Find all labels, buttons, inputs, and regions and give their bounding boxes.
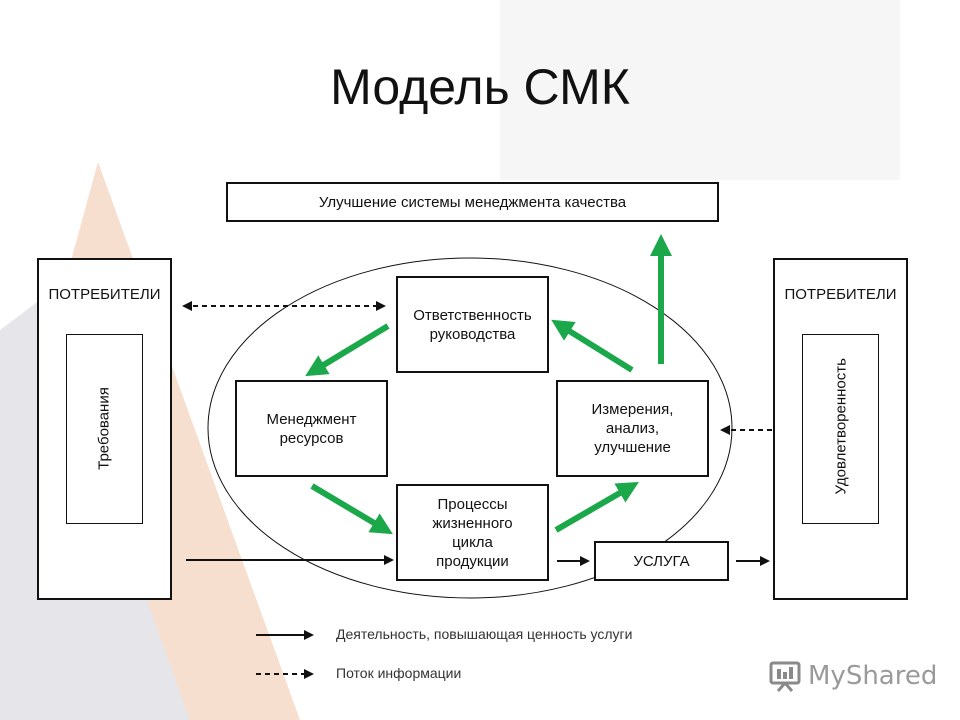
presentation-board-icon — [769, 661, 801, 692]
green-arrow-lifecycle-to-measurement — [554, 481, 639, 533]
green-arrow-resources-to-lifecycle — [310, 483, 393, 535]
legend-dashed-label: Поток информации — [336, 665, 462, 681]
green-arrow-responsibility-to-resources — [305, 323, 390, 377]
requirements-box — [66, 334, 143, 524]
measurement-line-1: Измерения, — [591, 401, 674, 418]
light-gray-panel — [500, 0, 900, 180]
myshared-logo: MyShared — [768, 656, 937, 696]
page-title: Модель СМК — [330, 59, 630, 115]
responsibility-line-2: руководства — [429, 326, 516, 343]
satisfaction-box — [802, 334, 879, 524]
left-customers-header: ПОТРЕБИТЕЛИ — [48, 286, 161, 303]
legend-solid-label: Деятельность, повышающая ценность услуги — [336, 626, 633, 642]
lifecycle-line-1: Процессы — [437, 495, 508, 513]
improvement-label: Улучшение системы менеджмента качества — [318, 193, 627, 211]
resources-box: Менеджмент ресурсов — [235, 380, 388, 477]
responsibility-box: Ответственность руководства — [396, 276, 549, 373]
right-customers-header: ПОТРЕБИТЕЛИ — [784, 286, 897, 303]
lifecycle-line-2: жизненного — [432, 514, 513, 532]
logo-text: MyShared — [808, 661, 938, 691]
measurement-box: Измерения, анализ, улучшение — [556, 380, 709, 477]
lifecycle-line-4: продукции — [436, 552, 509, 570]
measurement-line-3: улучшение — [594, 439, 671, 456]
requirements-label: Требования — [95, 387, 113, 470]
resources-line-2: ресурсов — [279, 429, 344, 447]
satisfaction-label: Удовлетворенность — [832, 358, 850, 495]
lifecycle-line-3: цикла — [452, 533, 493, 551]
green-arrow-measurement-to-responsibility — [551, 319, 634, 373]
resources-line-1: Менеджмент — [266, 410, 357, 428]
service-box: УСЛУГА — [594, 541, 729, 581]
improvement-box: Улучшение системы менеджмента качества — [226, 182, 719, 222]
responsibility-line-1: Ответственность — [413, 307, 532, 324]
measurement-line-2: анализ, — [605, 420, 660, 437]
service-label: УСЛУГА — [633, 552, 690, 570]
lifecycle-box: Процессы жизненного цикла продукции — [396, 484, 549, 581]
